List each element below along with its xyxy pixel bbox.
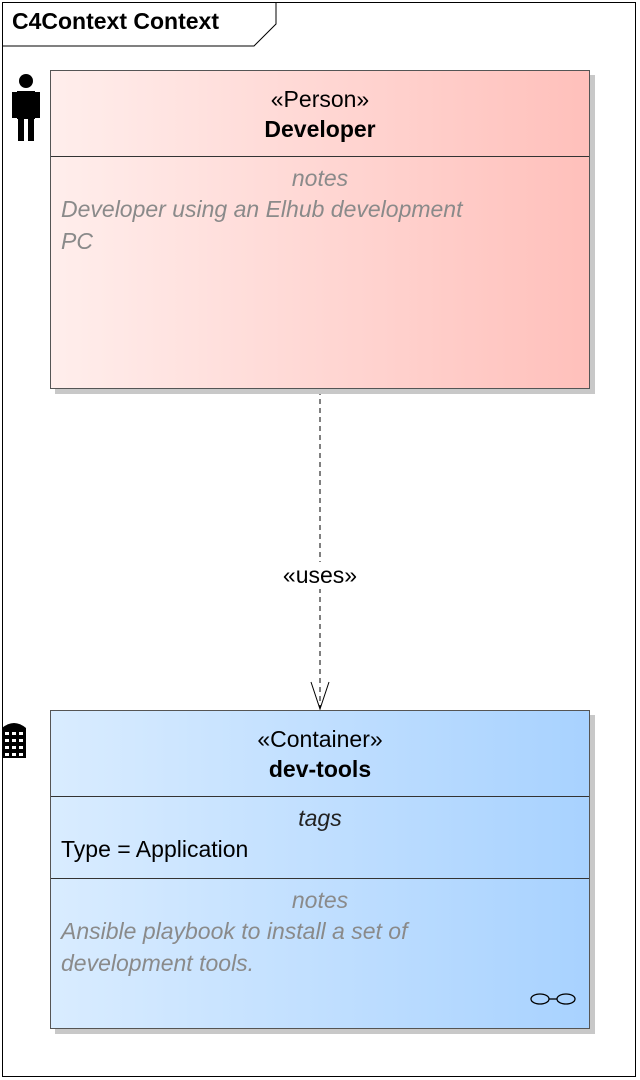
link-icon[interactable] — [529, 991, 579, 1007]
container-tags-label: tags — [298, 805, 342, 831]
frame-tab — [2, 2, 277, 47]
person-stereotype: «Person» — [270, 86, 370, 112]
uses-label: «uses» — [260, 562, 380, 589]
person-header: «Person» Developer — [51, 71, 589, 157]
person-notes-label: notes — [291, 165, 349, 191]
person-notes-line-1: Developer using an Elhub development — [61, 196, 463, 222]
container-dev-tools-box[interactable]: «Container» dev-tools tags Type = Applic… — [50, 710, 590, 1029]
container-name: dev-tools — [268, 756, 372, 782]
frame-title: C4Context Context — [12, 8, 220, 34]
person-notes-line-2: PC — [61, 228, 93, 254]
container-tag-type: Type = Application — [61, 836, 249, 862]
person-name: Developer — [264, 116, 376, 142]
arrowhead-icon — [310, 681, 330, 711]
container-notes-label: notes — [291, 887, 349, 913]
container-tags-compartment: tags Type = Application — [51, 797, 589, 879]
container-header: «Container» dev-tools — [51, 711, 589, 797]
person-icon — [12, 74, 40, 141]
person-developer-box[interactable]: «Person» Developer notes Developer using… — [50, 70, 590, 389]
person-notes-compartment: notes Developer using an Elhub developme… — [51, 157, 589, 388]
container-notes-compartment: notes Ansible playbook to install a set … — [51, 879, 589, 1028]
container-icon — [2, 723, 26, 758]
container-notes-line-2: development tools. — [61, 950, 255, 976]
container-stereotype: «Container» — [257, 726, 383, 752]
container-notes-line-1: Ansible playbook to install a set of — [61, 918, 408, 944]
